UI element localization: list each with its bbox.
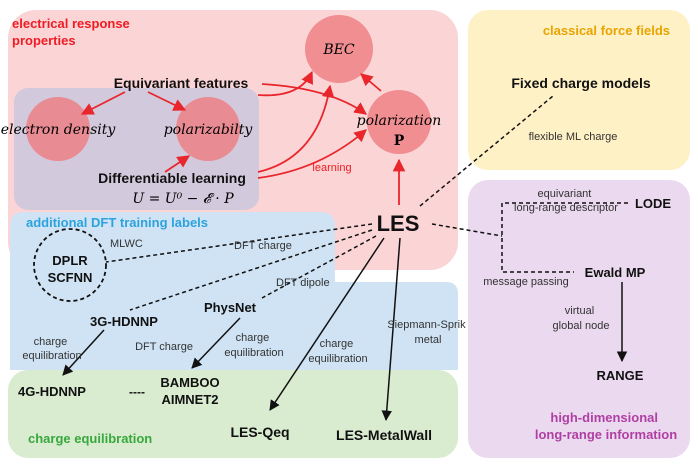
line-les-dplr — [105, 223, 373, 263]
edge-label-siepmann-l2: metal — [415, 334, 442, 346]
region-label-electrical-l1: electrical response — [12, 16, 130, 31]
node-dplr: DPLR — [52, 253, 88, 268]
node-4g-hdnnp: 4G-HDNNP — [18, 384, 86, 399]
arrow-eqfeat-to-polarizability — [147, 91, 187, 111]
dplr-scfnn-circle — [33, 228, 107, 302]
polarizability-circle — [176, 97, 240, 161]
region-label-electrical: electrical response properties — [12, 16, 133, 48]
edge-label-dft-charge-les: DFT charge — [234, 240, 292, 252]
line-les-fixed-charge — [419, 95, 554, 207]
node-polarization: polarization — [357, 113, 442, 129]
node-electron-density: electron density — [1, 122, 117, 138]
edge-label-charge-eq-qeq: charge equilibration — [308, 338, 367, 365]
edge-label-charge-eq-physnet-l2: equilibration — [224, 347, 283, 359]
arrow-eqfeat-to-bec — [257, 70, 313, 97]
edge-label-dash: ---- — [129, 385, 145, 399]
region-charge-eq-bg — [8, 370, 458, 458]
node-equivariant-features: Equivariant features — [114, 75, 249, 91]
edge-label-virtual-l2: global node — [553, 320, 610, 332]
arrow-difflearn-to-polarizability — [164, 155, 191, 173]
bracket-lode-ewald — [501, 202, 628, 273]
node-differentiable-learning: Differentiable learning — [98, 170, 246, 186]
line-les-3g — [129, 229, 373, 311]
edge-label-charge-eq-physnet: charge equilibration — [224, 332, 283, 359]
edge-label-charge-eq-3g-l2: equilibration — [22, 350, 81, 362]
edge-label-dft-charge-physnet: DFT charge — [135, 341, 193, 353]
node-bamboo: BAMBOO — [160, 375, 219, 390]
arrow-polarization-to-bec — [360, 73, 382, 92]
edge-label-learning: learning — [312, 162, 351, 174]
region-label-dft: additional DFT training labels — [26, 215, 208, 230]
region-highdim-bg — [468, 180, 690, 458]
node-les: LES — [377, 211, 420, 236]
edge-label-charge-eq-qeq-l1: charge — [320, 338, 354, 350]
edge-label-flexible-ml-charge: flexible ML charge — [529, 131, 618, 143]
node-physnet: PhysNet — [204, 300, 257, 315]
line-les-physnet — [261, 235, 377, 299]
node-fixed-charge: Fixed charge models — [511, 75, 650, 91]
node-polarization-symbol: P — [394, 133, 405, 149]
arrow-eqfeat-to-density — [80, 91, 126, 115]
region-label-electrical-l2: properties — [12, 33, 76, 48]
edge-label-virtual-global-node: virtual global node — [553, 305, 610, 332]
region-label-classical: classical force fields — [543, 23, 670, 38]
region-label-highdim-l1: high-dimensional — [550, 410, 658, 425]
arrow-difflearn-to-bec — [257, 84, 335, 173]
edge-label-virtual-l1: virtual — [565, 305, 594, 317]
node-range: RANGE — [597, 368, 644, 383]
edge-label-charge-eq-3g-l1: charge — [34, 336, 68, 348]
node-aimnet2: AIMNET2 — [161, 392, 218, 407]
line-les-range-bracket — [431, 223, 503, 237]
node-les-metalwall: LES-MetalWall — [336, 427, 432, 443]
node-3g-hdnnp: 3G-HDNNP — [90, 314, 158, 329]
region-label-highdim: high-dimensional long-range information — [535, 410, 677, 442]
region-label-charge-eq: charge equilibration — [28, 431, 152, 446]
region-dft-bg — [10, 212, 458, 370]
edge-label-equivariant-l1: equivariant — [538, 188, 592, 200]
arrow-les-metalwall — [381, 237, 401, 422]
arrow-physnet-to-bamboo — [191, 317, 241, 369]
bec-circle — [305, 15, 373, 83]
region-classical-bg — [468, 10, 690, 170]
node-scfnn: SCFNN — [48, 270, 93, 285]
node-energy-equation: U = U⁰ − 𝓔 · P — [132, 191, 234, 207]
edge-label-charge-eq-physnet-l1: charge — [236, 332, 270, 344]
node-les-qeq: LES-Qeq — [230, 424, 289, 440]
node-lode: LODE — [635, 196, 671, 211]
polarization-circle — [367, 90, 431, 154]
edge-label-mlwc: MLWC — [110, 238, 143, 250]
edge-label-dft-dipole: DFT dipole — [276, 277, 330, 289]
edge-label-message-passing: message passing — [483, 276, 569, 288]
edge-label-siepmann-l1: Siepmann-Sprik — [387, 319, 466, 331]
node-ewald: Ewald MP — [585, 265, 646, 280]
edge-label-charge-eq-3g: charge equilibration — [22, 336, 81, 362]
edge-label-equivariant-descriptor: equivariant long-range descriptor — [514, 188, 618, 214]
region-label-highdim-l2: long-range information — [535, 427, 677, 442]
arrow-les-qeq — [269, 237, 385, 411]
arrow-difflearn-to-polarization — [257, 129, 367, 179]
edge-label-charge-eq-qeq-l2: equilibration — [308, 353, 367, 365]
node-bec: BEC — [322, 42, 355, 58]
arrow-3g-to-4g — [62, 329, 105, 376]
node-polarizability: polarizabilty — [164, 122, 254, 138]
edge-label-equivariant-l2: long-range descriptor — [514, 202, 618, 214]
electron-density-circle — [26, 97, 90, 161]
edge-label-siepmann: Siepmann-Sprik metal — [387, 319, 468, 346]
